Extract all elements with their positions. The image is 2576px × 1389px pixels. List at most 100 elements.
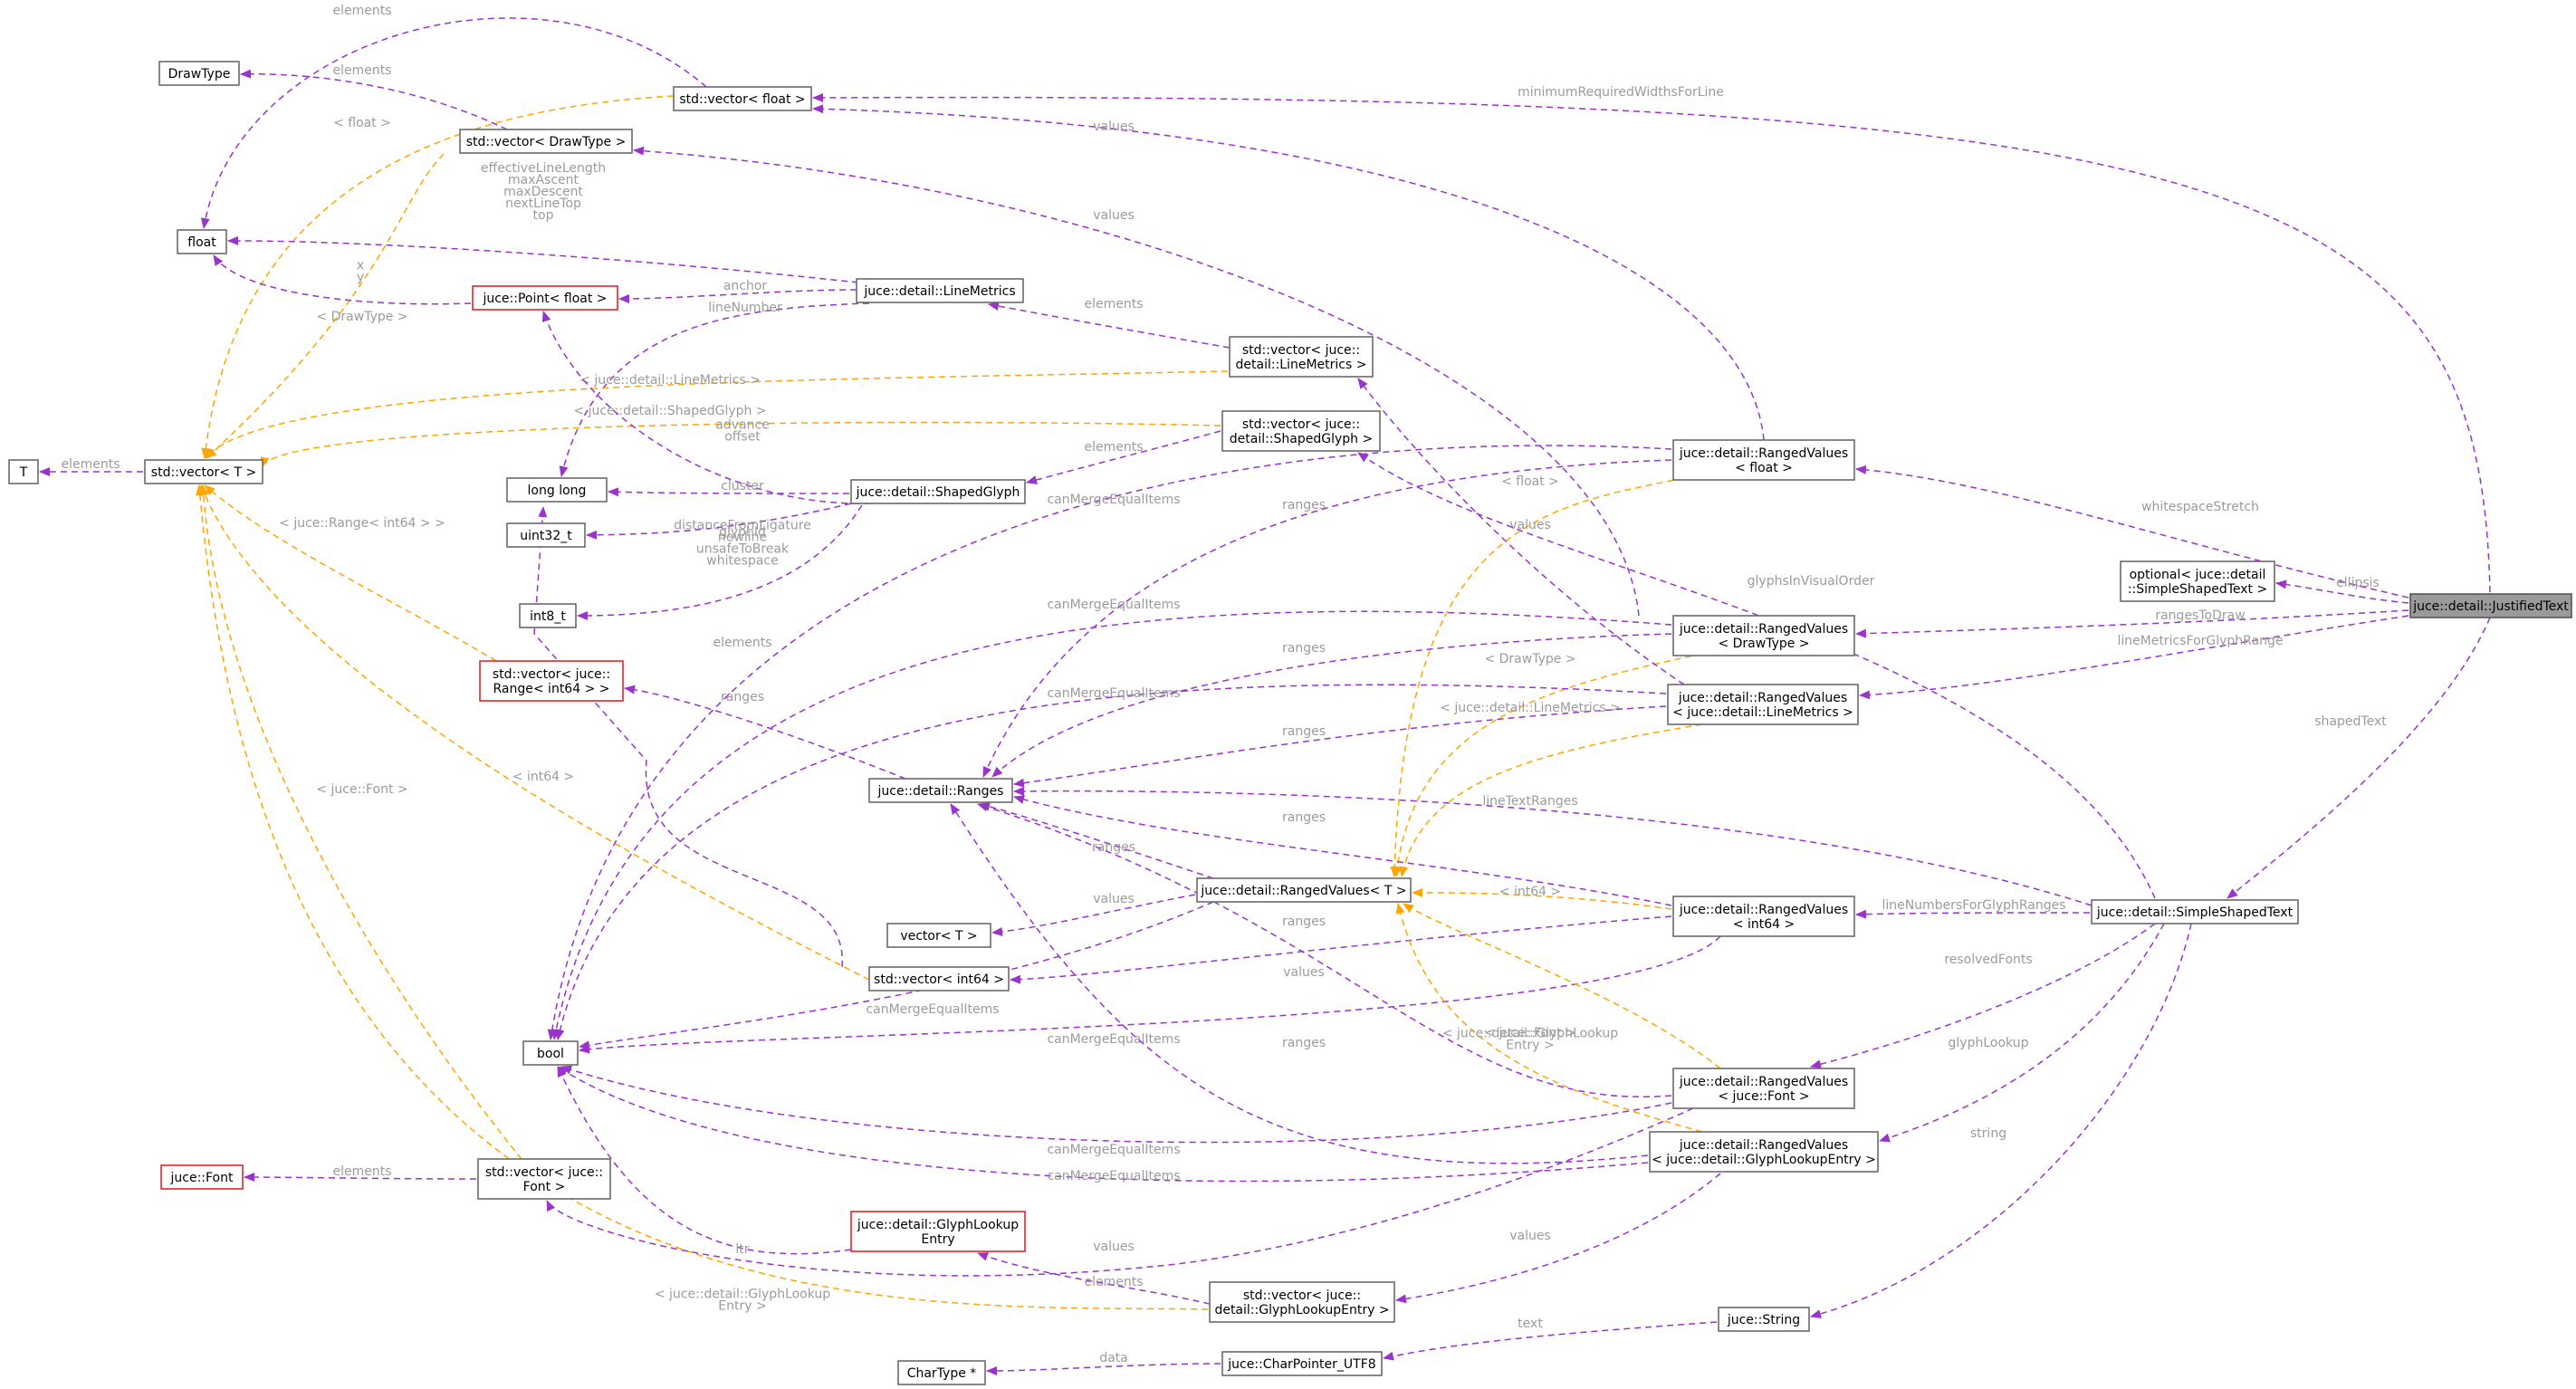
node-rvdrawtype[interactable]: juce::detail::RangedValues< DrawType > <box>1672 615 1855 656</box>
node-vect[interactable]: std::vector< T > <box>144 459 263 484</box>
node-box[interactable] <box>1667 684 1859 725</box>
node-box[interactable] <box>522 1040 579 1066</box>
edge-label: lineTextRanges <box>1482 794 1577 809</box>
node-vectort[interactable]: vector< T > <box>886 923 991 948</box>
node-box[interactable] <box>1672 896 1855 937</box>
edge-label: rangesToDraw <box>2155 608 2245 623</box>
edge-label: resolvedFonts <box>1944 953 2032 967</box>
node-box[interactable] <box>897 1360 986 1385</box>
node-box[interactable] <box>160 1164 244 1190</box>
node-box[interactable] <box>479 660 624 702</box>
edge-rvdrawtype-to-vecdrawtype <box>633 146 1640 617</box>
node-optional[interactable]: optional< juce::detail::SimpleShapedText… <box>2120 560 2275 602</box>
node-box[interactable] <box>144 459 263 484</box>
node-box[interactable] <box>1221 410 1381 452</box>
node-label: std::vector< juce:: <box>1242 343 1360 358</box>
node-label: juce::detail::ShapedGlyph <box>856 485 1020 500</box>
node-rvglyph[interactable]: juce::detail::RangedValues< juce::detail… <box>1649 1131 1879 1173</box>
edge-rvfont-to-ranges <box>977 802 1672 1097</box>
edge-veclinemetrics-to-vect <box>204 370 1229 459</box>
node-box[interactable] <box>1196 877 1412 903</box>
edge-label: ranges <box>1282 641 1326 656</box>
node-chartype[interactable]: CharType * <box>897 1360 986 1385</box>
node-box[interactable] <box>1229 336 1374 378</box>
node-box[interactable] <box>1672 1068 1855 1109</box>
node-box[interactable] <box>506 477 608 503</box>
node-rvfloat[interactable]: juce::detail::RangedValues< float > <box>1672 439 1855 481</box>
edge-vecfont-to-font <box>244 1173 477 1183</box>
node-box[interactable] <box>2091 899 2299 924</box>
edge-label: maxDescent <box>503 185 583 199</box>
node-int8[interactable]: int8_t <box>519 603 577 628</box>
node-box[interactable] <box>459 129 633 154</box>
node-box[interactable] <box>856 278 1024 303</box>
node-veclinemetrics[interactable]: std::vector< juce::detail::LineMetrics > <box>1229 336 1374 378</box>
node-vecdrawtype[interactable]: std::vector< DrawType > <box>459 129 633 154</box>
node-box[interactable] <box>2409 593 2572 618</box>
node-justifiedtext[interactable]: juce::detail::JustifiedText <box>2409 593 2572 618</box>
node-label: juce::String <box>1727 1313 1800 1327</box>
edge-label: elements <box>61 457 120 472</box>
node-box[interactable] <box>673 86 812 111</box>
node-float[interactable]: float <box>177 229 227 254</box>
node-box[interactable] <box>850 1211 1026 1252</box>
edge-label: canMergeEqualItems <box>866 1002 999 1017</box>
node-vecshapedglyph[interactable]: std::vector< juce::detail::ShapedGlyph > <box>1221 410 1381 452</box>
node-box[interactable] <box>477 1158 611 1200</box>
node-box[interactable] <box>850 479 1026 504</box>
node-label: juce::detail::RangedValues <box>1679 903 1848 917</box>
node-label: < juce::detail::LineMetrics > <box>1672 705 1853 720</box>
edge-label: anchor <box>723 279 768 293</box>
node-box[interactable] <box>506 522 586 548</box>
node-box[interactable] <box>472 285 618 311</box>
node-drawtype[interactable]: DrawType <box>158 61 240 86</box>
node-box[interactable] <box>177 229 227 254</box>
node-vecfont[interactable]: std::vector< juce::Font > <box>477 1158 611 1200</box>
node-box[interactable] <box>868 966 1010 991</box>
node-point[interactable]: juce::Point< float > <box>472 285 618 311</box>
edge-label: values <box>1509 518 1551 532</box>
node-label: int8_t <box>530 609 566 624</box>
node-vecfloat[interactable]: std::vector< float > <box>673 86 812 111</box>
node-box[interactable] <box>519 603 577 628</box>
node-shapedglyph[interactable]: juce::detail::ShapedGlyph <box>850 479 1026 504</box>
node-box[interactable] <box>868 778 1013 803</box>
node-uint32[interactable]: uint32_t <box>506 522 586 548</box>
edge-rvlinemetrics-to-ranges <box>1013 705 1667 788</box>
node-vecrange[interactable]: std::vector< juce::Range< int64 > > <box>479 660 624 702</box>
edge-vecint64-to-vect <box>200 484 870 981</box>
node-rvlinemetrics[interactable]: juce::detail::RangedValues< juce::detail… <box>1667 684 1859 725</box>
edge-label: unsafeToBreak <box>696 542 790 557</box>
edge-rvfloat-to-ranges <box>982 459 1672 778</box>
node-longlong[interactable]: long long <box>506 477 608 503</box>
node-box[interactable] <box>2120 560 2275 602</box>
node-box[interactable] <box>158 61 240 86</box>
node-simpleshapedtext[interactable]: juce::detail::SimpleShapedText <box>2091 899 2299 924</box>
node-box[interactable] <box>1672 615 1855 656</box>
node-box[interactable] <box>8 459 39 484</box>
node-box[interactable] <box>1209 1281 1395 1323</box>
node-vecglyph[interactable]: std::vector< juce::detail::GlyphLookupEn… <box>1209 1281 1395 1323</box>
edge-label: < juce::Range< int64 > > <box>279 516 445 531</box>
node-rvfont[interactable]: juce::detail::RangedValues< juce::Font > <box>1672 1068 1855 1109</box>
node-box[interactable] <box>1718 1307 1810 1332</box>
node-bool[interactable]: bool <box>522 1040 579 1066</box>
node-vecint64[interactable]: std::vector< int64 > <box>868 966 1010 991</box>
node-box[interactable] <box>1672 439 1855 481</box>
node-ranges[interactable]: juce::detail::Ranges <box>868 778 1013 803</box>
node-charptr[interactable]: juce::CharPointer_UTF8 <box>1221 1351 1383 1376</box>
node-rvint64[interactable]: juce::detail::RangedValues< int64 > <box>1672 896 1855 937</box>
node-label: Font > <box>523 1180 566 1194</box>
node-box[interactable] <box>1649 1131 1879 1173</box>
edge-simpleshapedtext-to-rvfont <box>1810 923 2156 1069</box>
node-box[interactable] <box>886 923 991 948</box>
node-string[interactable]: juce::String <box>1718 1307 1810 1332</box>
node-linemetrics[interactable]: juce::detail::LineMetrics <box>856 278 1024 303</box>
node-glyphlookupentry[interactable]: juce::detail::GlyphLookupEntry <box>850 1211 1026 1252</box>
node-rvt[interactable]: juce::detail::RangedValues< T > <box>1196 877 1412 903</box>
node-box[interactable] <box>1221 1351 1383 1376</box>
node-font[interactable]: juce::Font <box>160 1164 244 1190</box>
node-t[interactable]: T <box>8 459 39 484</box>
edge-label: ranges <box>1282 915 1326 929</box>
